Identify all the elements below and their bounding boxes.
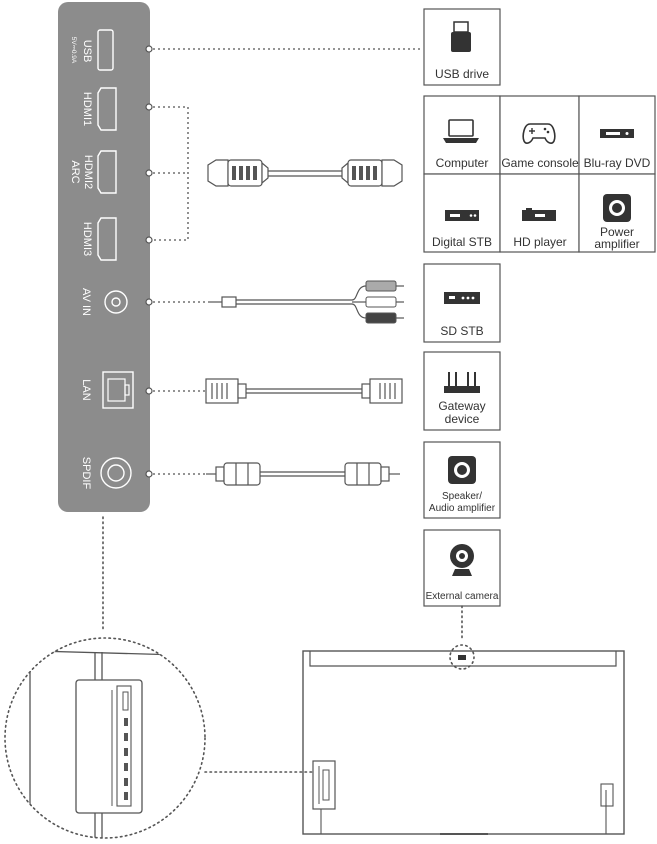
digital-stb-label: Digital STB xyxy=(432,235,492,249)
hd-player-label: HD player xyxy=(513,235,566,249)
port-spdif: SPDIF xyxy=(80,457,132,490)
connection-lines xyxy=(153,48,423,475)
port-usb-rating: 5V⎓0.9A xyxy=(70,37,77,64)
lan-cable xyxy=(205,378,403,404)
port-spdif-label: SPDIF xyxy=(80,457,92,490)
set-top-box-icon xyxy=(445,210,479,221)
device-gateway: Gateway device xyxy=(423,351,501,431)
power-amplifier-label-2: amplifier xyxy=(594,237,639,251)
port-av-in: AV IN xyxy=(80,288,128,316)
webcam-icon xyxy=(450,544,474,576)
port-hdmi2: HDMI2 ARC xyxy=(69,150,117,194)
device-power-amplifier: Power amplifier xyxy=(594,194,640,251)
device-bluray: Blu-ray DVD xyxy=(584,129,651,170)
external-camera-label: External camera xyxy=(426,591,499,602)
amplifier-icon xyxy=(603,194,631,222)
port-hdmi2-arc-label: ARC xyxy=(69,160,81,183)
hdmi-devices-grid xyxy=(423,95,656,253)
router-icon xyxy=(444,372,480,393)
disc-player-icon xyxy=(600,129,634,138)
port-usb: USB 5V⎓0.9A xyxy=(70,29,114,71)
hdmi-cable xyxy=(207,159,403,187)
gateway-label-1: Gateway xyxy=(438,399,485,413)
gateway-label-2: device xyxy=(445,412,480,426)
av-cable xyxy=(208,280,404,324)
speaker-label-2: Audio amplifier xyxy=(429,503,496,514)
laptop-icon xyxy=(443,119,479,143)
port-hdmi1: HDMI1 xyxy=(81,87,117,131)
media-player-icon xyxy=(522,208,556,221)
port-dots xyxy=(145,45,153,478)
zoom-magnifier xyxy=(4,637,206,839)
device-digital-stb: Digital STB xyxy=(432,210,492,249)
usb-stick-icon xyxy=(451,21,471,52)
bluray-label: Blu-ray DVD xyxy=(584,156,651,170)
usb-drive-label: USB drive xyxy=(435,67,489,81)
port-lan-label: LAN xyxy=(80,379,92,400)
device-game-console: Game console xyxy=(501,123,579,170)
port-usb-label: USB xyxy=(81,40,93,63)
set-top-box-icon xyxy=(444,292,480,304)
port-lan: LAN xyxy=(80,371,134,409)
device-external-camera: External camera xyxy=(423,529,501,607)
sd-stb-label: SD STB xyxy=(440,324,483,338)
computer-label: Computer xyxy=(436,156,489,170)
spdif-cable xyxy=(206,462,400,486)
tv-back xyxy=(302,644,625,835)
power-amplifier-label-1: Power xyxy=(600,225,634,239)
device-sd-stb: SD STB xyxy=(423,263,501,343)
speaker-label-1: Speaker/ xyxy=(442,491,482,502)
device-hd-player: HD player xyxy=(513,208,567,249)
device-usb-drive: USB drive xyxy=(423,8,501,86)
gamepad-icon xyxy=(522,123,556,144)
port-hdmi2-label: HDMI2 xyxy=(82,155,94,189)
speaker-icon xyxy=(448,456,476,484)
game-console-label: Game console xyxy=(501,156,579,170)
device-speaker: Speaker/ Audio amplifier xyxy=(423,441,501,519)
port-hdmi1-label: HDMI1 xyxy=(81,92,93,126)
device-computer: Computer xyxy=(436,119,489,170)
port-hdmi3: HDMI3 xyxy=(81,217,117,261)
port-panel xyxy=(58,2,150,512)
port-av-in-label: AV IN xyxy=(80,288,92,316)
port-hdmi3-label: HDMI3 xyxy=(81,222,93,256)
